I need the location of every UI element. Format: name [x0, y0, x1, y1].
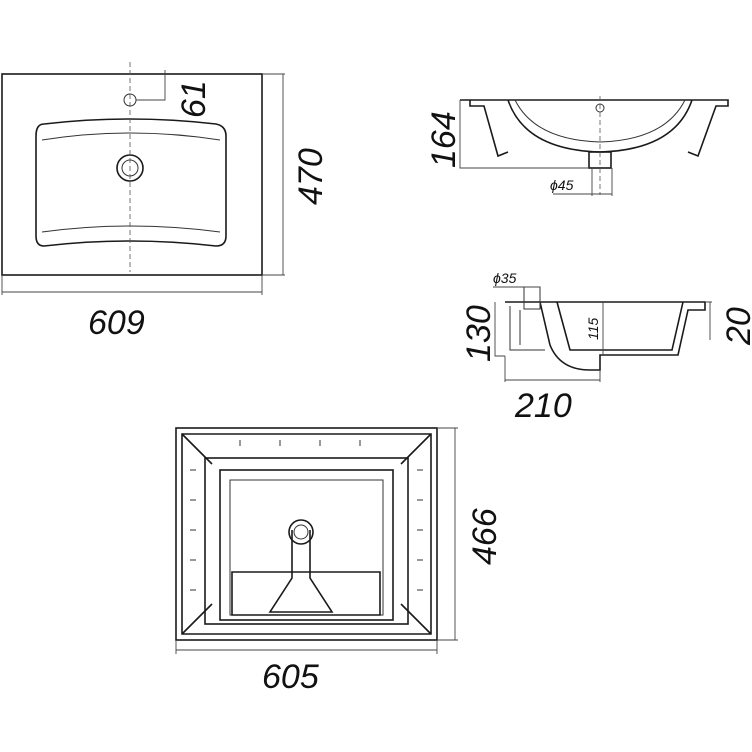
- dim-rim: 20: [720, 307, 752, 346]
- dim-height: 164: [425, 111, 463, 168]
- dim-bottom-depth: 466: [466, 508, 504, 565]
- dim-depth: 470: [292, 148, 330, 205]
- dim-overflow: ϕ35: [493, 270, 517, 286]
- dim-drain: ϕ45: [550, 177, 574, 193]
- bowl-edge: [41, 132, 221, 233]
- dim-inner-depth: 115: [585, 317, 601, 340]
- dim-side-height: 130: [460, 305, 498, 362]
- front-view: 164 ϕ45: [425, 96, 729, 196]
- dim-width: 609: [88, 304, 145, 342]
- top-view: 61 470 609: [1, 62, 330, 342]
- dim-bottom-width: 605: [262, 658, 319, 696]
- dim-side-depth: 210: [514, 387, 572, 425]
- side-view: ϕ35 130 115 210 20: [460, 270, 752, 425]
- drain-icon: [288, 519, 314, 545]
- overflow-outlet: [523, 286, 541, 310]
- bottom-view: 466 605: [175, 427, 504, 696]
- bottom-outline: [175, 427, 438, 641]
- basin-outline: [1, 73, 263, 276]
- bowl-outline: [35, 118, 227, 247]
- dim-tap-offset: 61: [175, 80, 213, 118]
